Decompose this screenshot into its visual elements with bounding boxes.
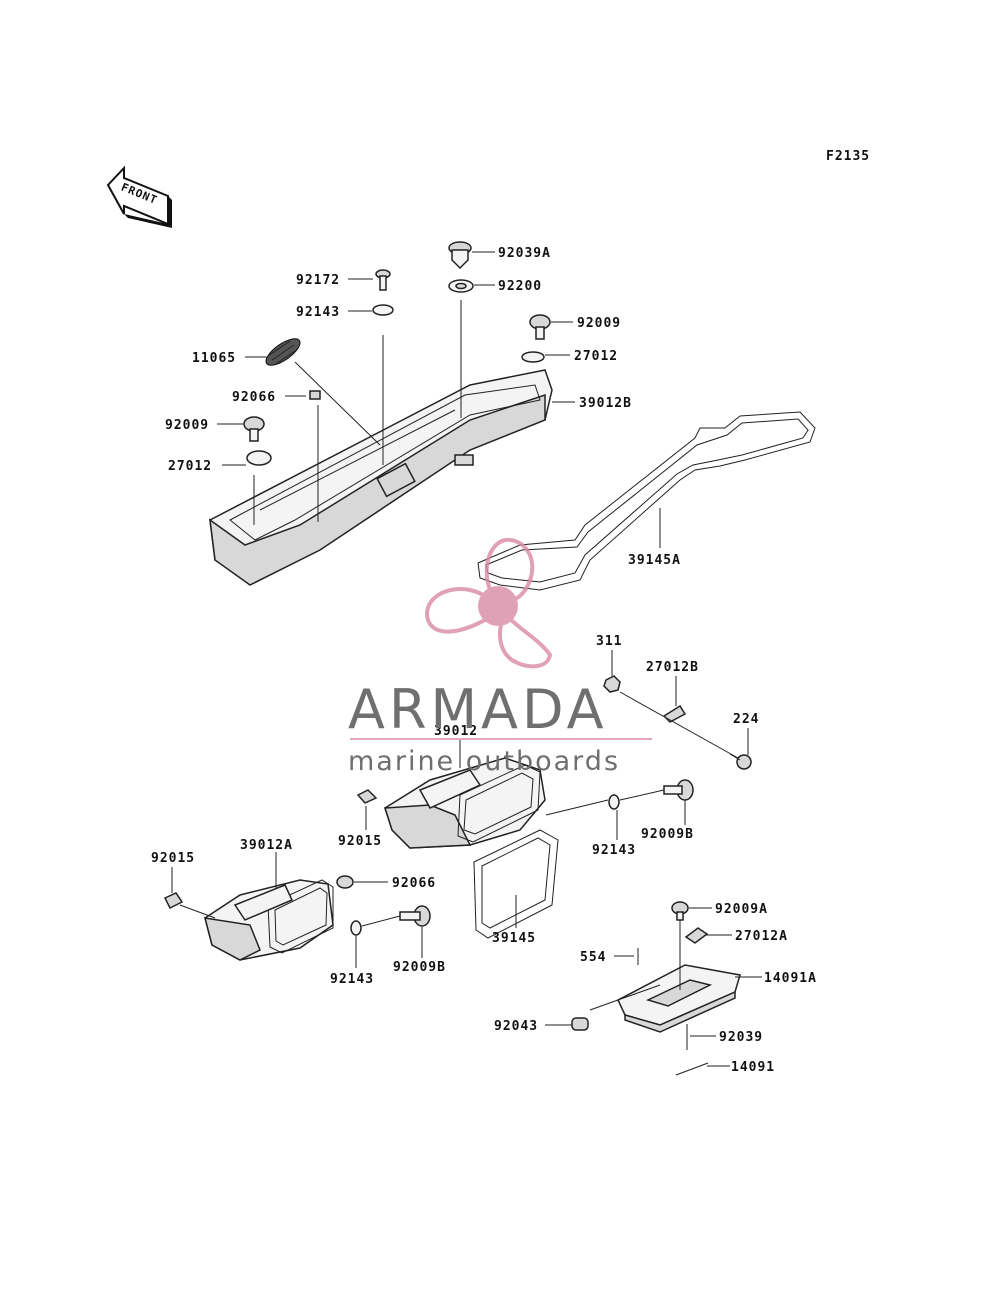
bolt-92009-left (243, 416, 265, 442)
label-92172: 92172 (296, 273, 340, 288)
label-92009b-bot: 92009B (393, 960, 446, 975)
clip-27012-left (246, 450, 272, 466)
label-92039a: 92039A (498, 246, 551, 261)
watermark: ARMADA marine outboards (348, 537, 652, 777)
washer-92143-top (372, 304, 394, 316)
label-92143-bot: 92143 (330, 972, 374, 987)
clip-92015-mid (356, 789, 378, 804)
screw-224 (729, 753, 752, 770)
label-92043: 92043 (494, 1019, 538, 1034)
label-311: 311 (596, 634, 622, 649)
label-27012-top: 27012 (574, 349, 618, 364)
fastener-92039a (448, 241, 472, 270)
label-39012: 39012 (434, 724, 478, 739)
clip-92015-left (163, 892, 184, 910)
label-92015-left: 92015 (151, 851, 195, 866)
label-14091: 14091 (731, 1060, 775, 1075)
cap-92066-bot (336, 875, 354, 889)
rod-14091 (675, 1062, 709, 1076)
label-27012-left: 27012 (168, 459, 212, 474)
label-27012b: 27012B (646, 660, 699, 675)
label-39012a: 39012A (240, 838, 293, 853)
front-arrow-icon: FRONT (106, 165, 172, 228)
label-92009a: 92009A (715, 902, 768, 917)
duct-39012 (383, 757, 546, 849)
cap-92066-top (309, 390, 321, 400)
gasket-39145a (477, 411, 816, 591)
nut-311 (603, 675, 621, 693)
figure-code: F2135 (826, 149, 870, 164)
propeller-logo-icon (425, 537, 553, 669)
washer-92143-mid (608, 794, 620, 810)
label-39145: 39145 (492, 931, 536, 946)
watermark-brand: ARMADA (348, 678, 608, 741)
label-224: 224 (733, 712, 759, 727)
filter-39145 (473, 829, 559, 939)
bolt-92009a (671, 901, 689, 921)
label-92009-left: 92009 (165, 418, 209, 433)
washer-92143-bot (350, 920, 362, 936)
label-92143-top: 92143 (296, 305, 340, 320)
grille-11065 (265, 338, 301, 366)
label-39145a: 39145A (628, 553, 681, 568)
label-92143-mid: 92143 (592, 843, 636, 858)
label-92009b-mid: 92009B (641, 827, 694, 842)
cover-39012b (209, 369, 553, 586)
duct-39012a (203, 879, 334, 961)
screw-92172 (375, 269, 391, 291)
bolt-92009-top (529, 314, 551, 340)
label-554: 554 (580, 950, 606, 965)
label-27012a: 27012A (735, 929, 788, 944)
label-39012b: 39012B (579, 396, 632, 411)
clip-27012a (684, 927, 709, 944)
clip-27012-top (521, 351, 545, 363)
label-92039: 92039 (719, 1030, 763, 1045)
bolt-92009b-mid (663, 779, 694, 801)
cap-92043 (571, 1017, 589, 1031)
callout-labels: 92039A 92200 92172 92143 92009 27012 110… (151, 246, 817, 1075)
bracket-14091a (617, 964, 741, 1033)
watermark-tagline: marine outboards (348, 746, 620, 777)
clip-27012b (662, 704, 687, 723)
label-14091a: 14091A (764, 971, 817, 986)
label-92009-top: 92009 (577, 316, 621, 331)
label-92066-bot: 92066 (392, 876, 436, 891)
bolt-92009b-bot (399, 905, 431, 927)
label-92200: 92200 (498, 279, 542, 294)
label-92066-top: 92066 (232, 390, 276, 405)
label-92015-mid: 92015 (338, 834, 382, 849)
label-11065: 11065 (192, 351, 236, 366)
